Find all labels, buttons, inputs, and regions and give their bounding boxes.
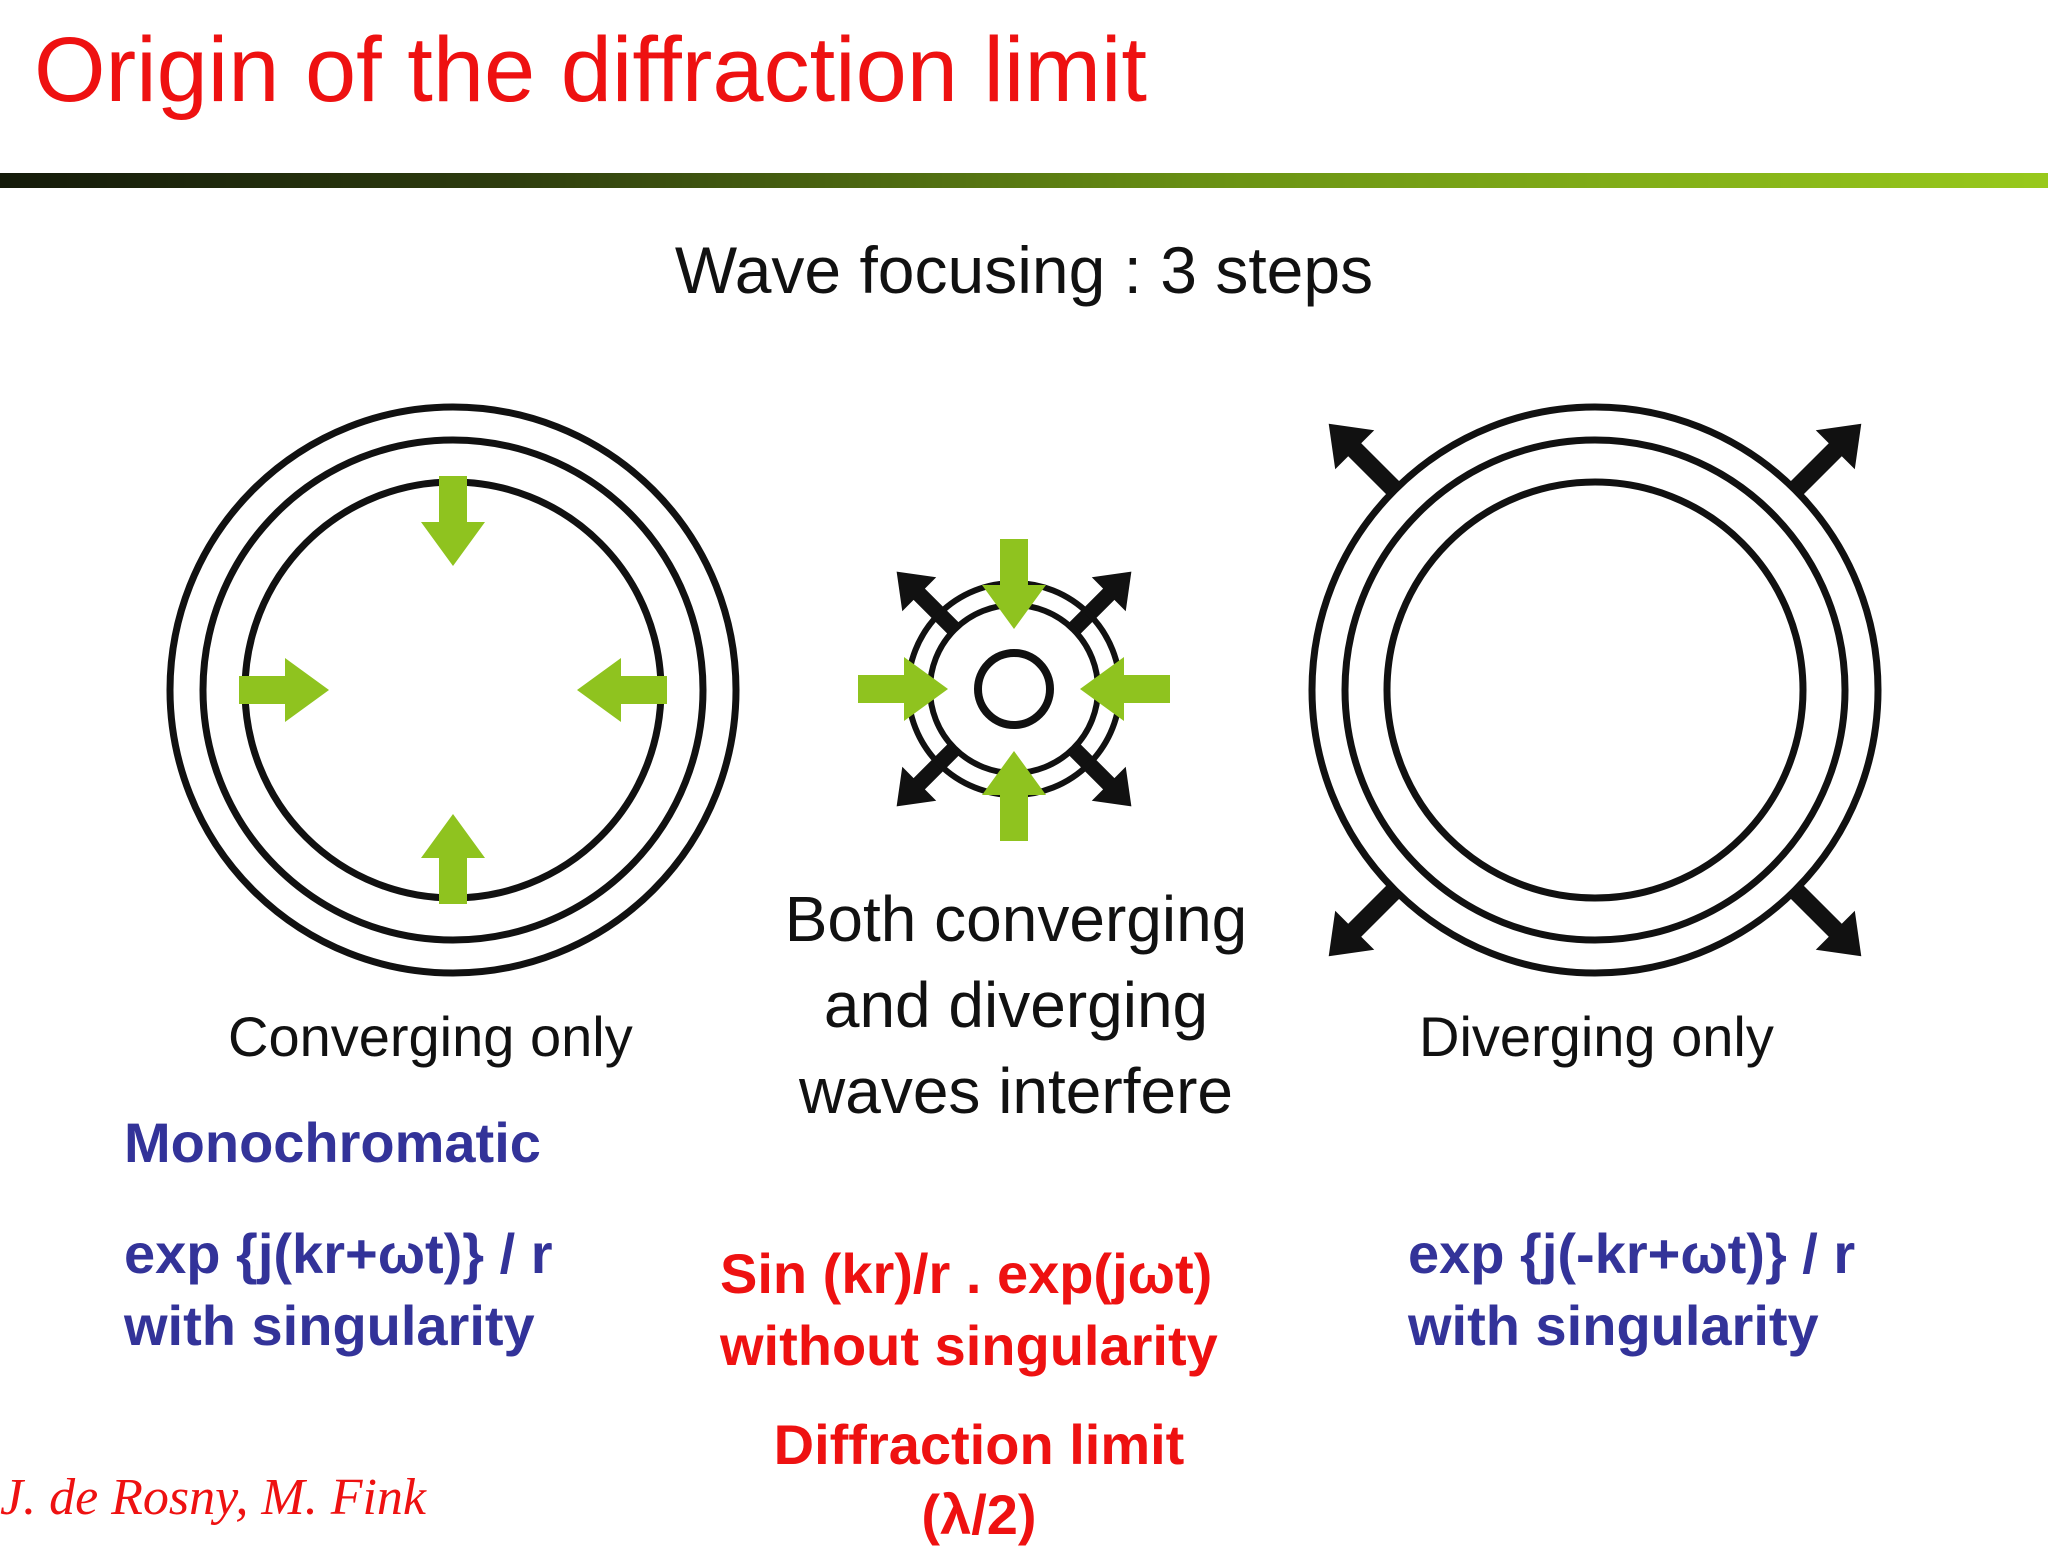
slide-subtitle: Wave focusing : 3 steps (674, 233, 1374, 307)
slide-title: Origin of the diffraction limit (34, 19, 1147, 121)
converging-arrows (239, 476, 667, 904)
outer-wavefront (166, 403, 740, 977)
converging-formula-note: with singularity (124, 1294, 535, 1357)
title-divider (0, 173, 2048, 188)
interference-wave-diagram (858, 539, 1170, 841)
outer-wavefront-right (1308, 403, 1882, 977)
interference-caption-line2: and diverging (823, 969, 1209, 1041)
converging-formula: exp {j(kr+ωt)} / r with singularity (124, 1218, 553, 1362)
interference-formula: Sin (kr)/r . exp(jωt) without singularit… (720, 1238, 1218, 1382)
diverging-wave-diagram (1308, 403, 1882, 977)
middle-wavefront-right (1341, 436, 1849, 944)
diverging-formula-expression: exp {j(-kr+ωt)} / r (1408, 1222, 1856, 1285)
interference-caption: Both converging and diverging waves inte… (666, 876, 1366, 1134)
diverging-formula: exp {j(-kr+ωt)} / r with singularity (1408, 1218, 1855, 1362)
converging-only-label: Converging only (228, 1005, 633, 1068)
monochromatic-label: Monochromatic (124, 1111, 541, 1174)
diffraction-limit-text: Diffraction limit (773, 1413, 1185, 1476)
author-credit: J. de Rosny, M. Fink (0, 1469, 426, 1526)
focal-spot (974, 649, 1054, 729)
converging-formula-expression: exp {j(kr+ωt)} / r (124, 1222, 553, 1285)
diverging-formula-note: with singularity (1408, 1294, 1819, 1357)
middle-wavefront (199, 436, 707, 944)
interference-formula-note: without singularity (720, 1314, 1218, 1377)
diverging-arrows (1309, 404, 1881, 976)
middle-wavefront-small (927, 602, 1101, 776)
diffraction-limit-value: (λ/2) (921, 1483, 1037, 1546)
converging-wave-diagram (166, 403, 740, 977)
diverging-only-label: Diverging only (1419, 1005, 1774, 1068)
inner-wavefront-right (1383, 478, 1807, 902)
interference-formula-expression: Sin (kr)/r . exp(jωt) (720, 1242, 1213, 1305)
interference-caption-line1: Both converging (784, 883, 1248, 955)
diffraction-limit-label: Diffraction limit (λ/2) (629, 1410, 1329, 1550)
interference-caption-line3: waves interfere (799, 1055, 1233, 1127)
